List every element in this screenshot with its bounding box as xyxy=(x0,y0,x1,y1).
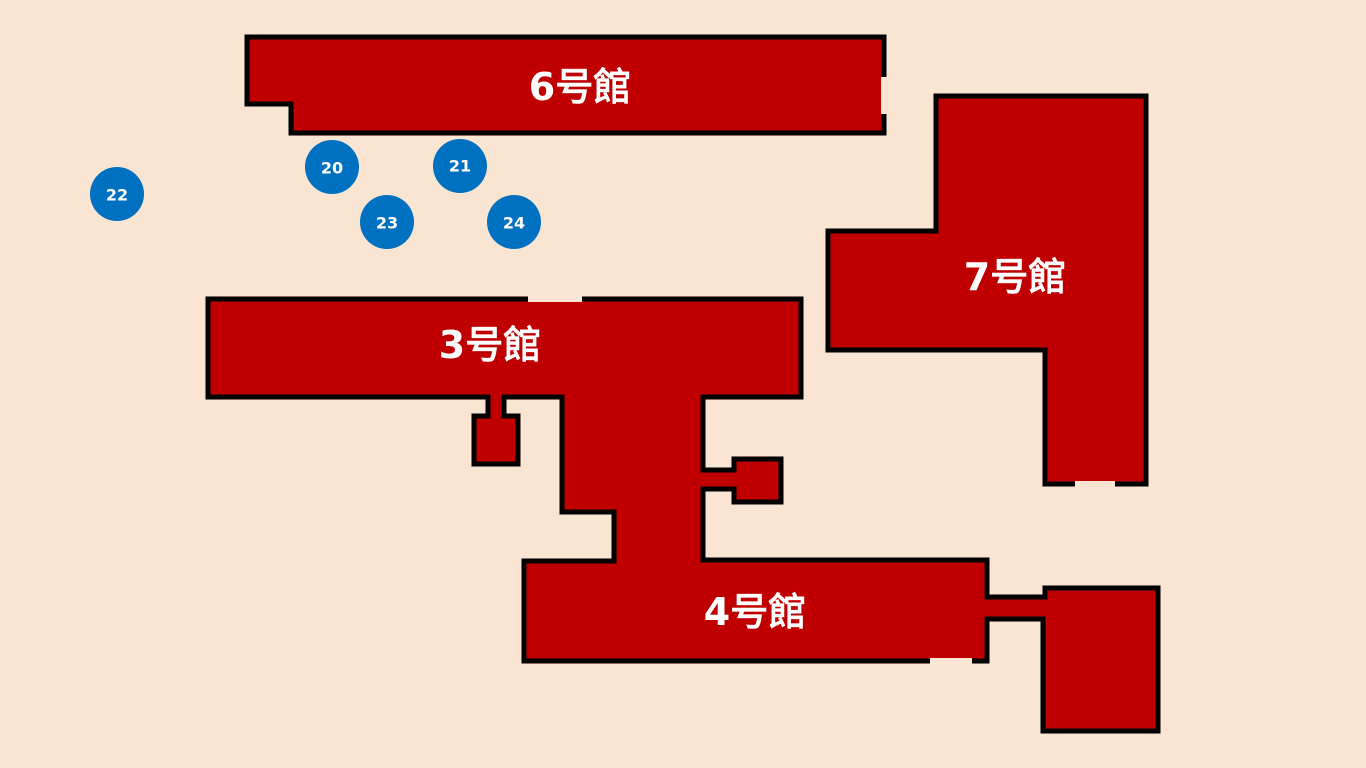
marker-20[interactable]: 20 xyxy=(305,140,359,194)
building-3-4-complex[interactable]: 3号館 4号館 xyxy=(205,296,1161,734)
entrance-gap xyxy=(930,658,972,664)
building-4-label: 4号館 xyxy=(704,590,806,634)
marker-20-label: 20 xyxy=(321,159,343,178)
marker-24[interactable]: 24 xyxy=(487,195,541,249)
marker-24-label: 24 xyxy=(503,214,525,233)
marker-22[interactable]: 22 xyxy=(90,167,144,221)
building-6[interactable]: 6号館 xyxy=(244,34,887,136)
marker-22-label: 22 xyxy=(106,186,128,205)
marker-21[interactable]: 21 xyxy=(433,139,487,193)
marker-21-label: 21 xyxy=(449,157,471,176)
building-3-label: 3号館 xyxy=(439,323,541,367)
entrance-gap xyxy=(1075,481,1115,487)
building-7[interactable]: 7号館 xyxy=(825,93,1149,487)
marker-23-label: 23 xyxy=(376,214,398,233)
entrance-gap xyxy=(528,296,582,302)
building-7-label: 7号館 xyxy=(964,255,1066,299)
marker-23[interactable]: 23 xyxy=(360,195,414,249)
building-6-label: 6号館 xyxy=(529,65,631,109)
entrance-gap xyxy=(881,77,887,114)
